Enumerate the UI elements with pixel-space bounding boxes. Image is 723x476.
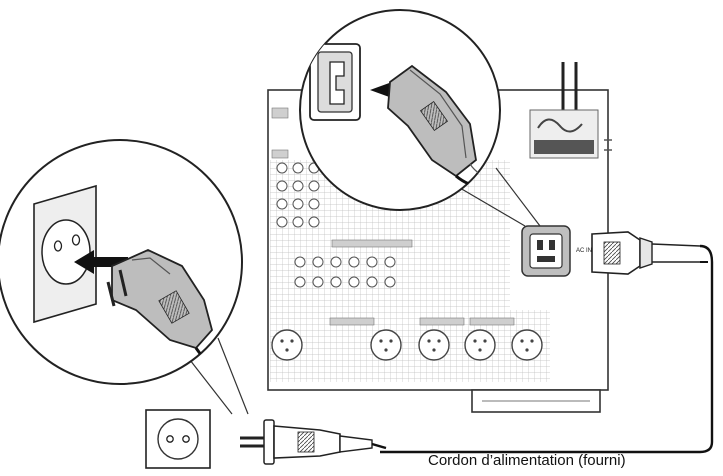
power-cord bbox=[380, 244, 714, 454]
panel-xlr-connectors bbox=[271, 329, 543, 361]
ac-in-label: AC IN bbox=[576, 248, 592, 254]
magnified-view-wall-socket bbox=[0, 139, 249, 415]
panel-label-strips bbox=[271, 107, 515, 326]
panel-terminals-upper bbox=[276, 162, 396, 288]
ac-inlet-icon bbox=[521, 225, 571, 277]
antenna bbox=[529, 62, 599, 159]
plug-icon bbox=[240, 419, 387, 465]
wall-socket-icon bbox=[145, 409, 211, 469]
iec-connector-icon bbox=[591, 231, 701, 275]
power-cord-caption: Cordon d’alimentation (fourni) bbox=[428, 452, 626, 469]
magnified-view-inlet bbox=[299, 9, 541, 227]
